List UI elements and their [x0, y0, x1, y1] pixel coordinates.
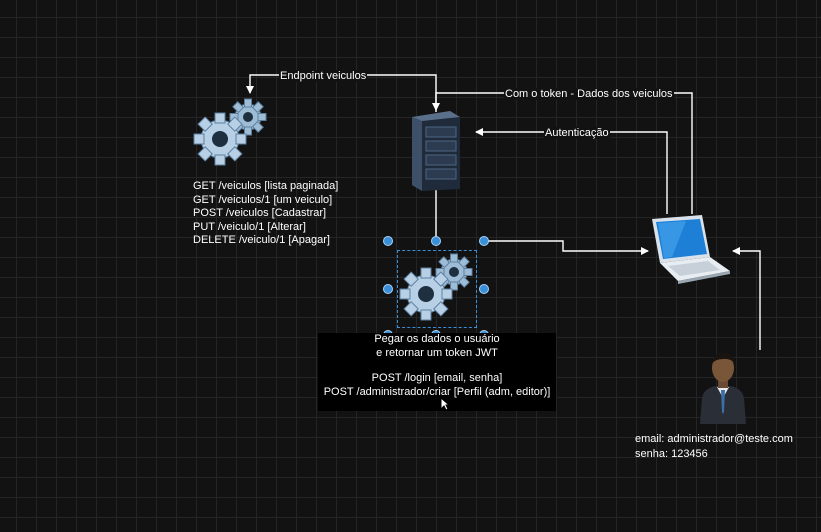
edge-auth-laptop — [483, 240, 649, 255]
user-credentials: email: administrador@teste.com senha: 12… — [635, 432, 793, 462]
veiculos-endpoint-list: GET /veiculos [lista paginada] GET /veic… — [193, 180, 338, 248]
auth-text-panel — [318, 333, 556, 411]
user-password: senha: 123456 — [635, 448, 708, 460]
user-avatar[interactable] — [698, 350, 748, 424]
auth-description-line: Pegar os dados o usuário — [374, 333, 500, 345]
veiculos-endpoint: GET /veiculos/1 [um veiculo] — [193, 193, 333, 206]
veiculos-endpoint: GET /veiculos [lista paginada] — [193, 180, 339, 192]
auth-description-line: e retornar um token JWT — [376, 346, 498, 359]
auth-endpoint: POST /login [email, senha] — [371, 372, 503, 384]
edge-label-endpoint-veiculos: Endpoint veiculos — [279, 70, 368, 82]
edge-user-laptop — [732, 247, 761, 350]
auth-gears-icon[interactable] — [394, 252, 478, 328]
veiculos-endpoint: POST /veiculos [Cadastrar] — [193, 207, 327, 219]
server-icon[interactable] — [410, 111, 462, 191]
resize-handle[interactable] — [479, 284, 489, 294]
auth-description: Pegar os dados o usuário e retornar um t… — [318, 333, 556, 399]
resize-handle[interactable] — [479, 236, 489, 246]
resize-handle[interactable] — [383, 284, 393, 294]
resize-handle[interactable] — [383, 236, 393, 246]
spacer — [318, 360, 556, 372]
auth-selection-box — [397, 250, 477, 328]
mouse-cursor-icon — [440, 397, 450, 411]
veiculos-endpoint: DELETE /veiculo/1 [Apagar] — [193, 234, 330, 246]
edge-label-autenticacao: Autenticação — [544, 127, 610, 139]
resize-handle[interactable] — [431, 236, 441, 246]
edge-com-token — [432, 92, 693, 214]
auth-endpoint: POST /administrador/criar [Perfil (adm, … — [323, 385, 551, 398]
edge-label-com-token: Com o token - Dados dos veiculos — [504, 88, 674, 100]
veiculos-gears-icon[interactable] — [188, 93, 272, 169]
veiculos-endpoint: PUT /veiculo/1 [Alterar] — [193, 220, 306, 233]
laptop-icon[interactable] — [646, 213, 732, 285]
edge-autenticacao — [475, 128, 668, 214]
user-email: email: administrador@teste.com — [635, 433, 793, 445]
